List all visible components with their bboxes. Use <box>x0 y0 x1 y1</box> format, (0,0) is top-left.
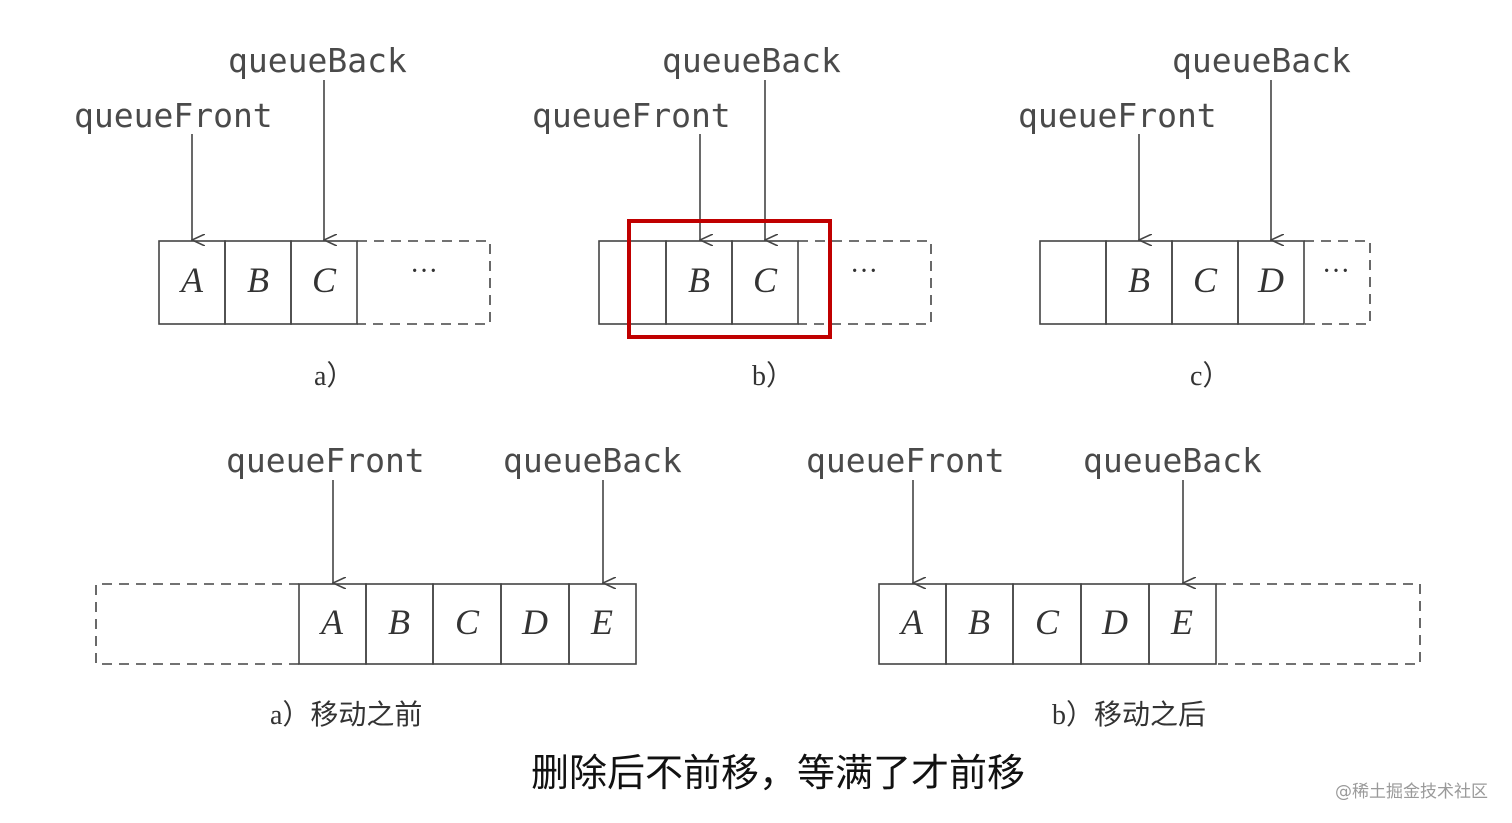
cell-value: C <box>1035 602 1060 642</box>
queue-back-label: queueBack <box>662 41 841 80</box>
array-cell <box>568 583 637 665</box>
diagram-sublabel: c） <box>1190 360 1230 392</box>
diagram-before-move: queueFront queueBack A B C D E a）移动之前 <box>95 441 682 731</box>
queue-front-label: queueFront <box>226 441 425 480</box>
cell-value: A <box>319 602 344 642</box>
array-cells: A B C <box>158 240 358 325</box>
array-cell <box>290 240 358 325</box>
unused-capacity <box>357 240 491 325</box>
cell-value: E <box>590 602 613 642</box>
cell-value: C <box>455 602 480 642</box>
queue-back-label: queueBack <box>503 441 682 480</box>
cell-value: E <box>1170 602 1193 642</box>
diagram-b: queueBack queueFront B C ··· b） <box>532 41 932 392</box>
cell-value: B <box>247 260 269 300</box>
array-cells: A B C D E <box>298 583 637 665</box>
cell-value: C <box>1193 260 1218 300</box>
array-cell <box>598 240 667 325</box>
cell-value: A <box>179 260 204 300</box>
diagram-a: queueBack queueFront A B C ··· a） <box>74 41 491 392</box>
highlight-box <box>627 219 832 339</box>
unused-capacity <box>798 240 932 325</box>
unused-capacity <box>95 583 299 665</box>
array-cells: B C <box>598 240 799 325</box>
watermark: @稀土掘金技术社区 <box>1335 782 1488 802</box>
cell-value: D <box>521 602 548 642</box>
ellipsis: ··· <box>410 256 438 287</box>
ellipsis: ··· <box>1322 256 1350 287</box>
queue-back-label: queueBack <box>1172 41 1351 80</box>
queue-front-label: queueFront <box>532 96 731 135</box>
cell-value: D <box>1257 260 1284 300</box>
diagram-sublabel: b） <box>752 360 794 392</box>
array-cell <box>1039 240 1107 325</box>
unused-capacity <box>1216 583 1421 665</box>
array-cells: A B C D E <box>878 583 1217 665</box>
cell-value: A <box>899 602 924 642</box>
array-cells: B C D <box>1039 240 1305 325</box>
diagram-sublabel: a）移动之前 <box>270 699 422 731</box>
caption: 删除后不前移，等满了才前移 <box>531 751 1025 795</box>
diagram-after-move: queueFront queueBack A B C D E b）移动之后 <box>806 441 1421 731</box>
queue-back-label: queueBack <box>228 41 407 80</box>
array-cell <box>1237 240 1305 325</box>
queue-front-label: queueFront <box>1018 96 1217 135</box>
cell-value: B <box>968 602 990 642</box>
cell-value: B <box>1128 260 1150 300</box>
cell-value: B <box>388 602 410 642</box>
diagram-sublabel: b）移动之后 <box>1052 699 1206 731</box>
queue-back-label: queueBack <box>1083 441 1262 480</box>
cell-value: B <box>688 260 710 300</box>
array-cell <box>1148 583 1217 665</box>
cell-value: C <box>312 260 337 300</box>
queue-front-label: queueFront <box>74 96 273 135</box>
diagram-c: queueBack queueFront B C D ··· c） <box>1018 41 1371 392</box>
cell-value: C <box>753 260 778 300</box>
diagram-sublabel: a） <box>314 360 354 392</box>
queue-front-label: queueFront <box>806 441 1005 480</box>
unused-capacity <box>1304 240 1371 325</box>
cell-value: D <box>1101 602 1128 642</box>
array-cell <box>731 240 799 325</box>
ellipsis: ··· <box>850 256 878 287</box>
